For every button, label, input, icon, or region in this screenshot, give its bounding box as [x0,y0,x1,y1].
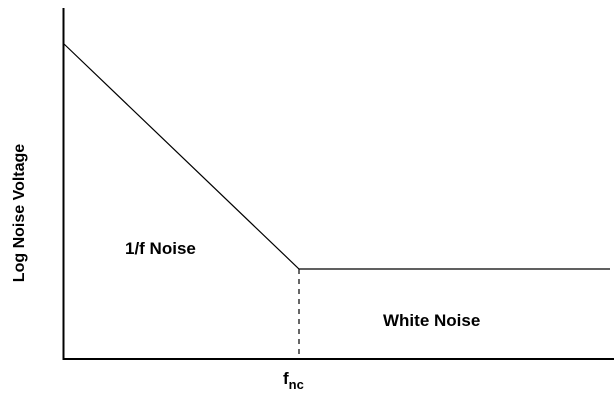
region-label-white-noise: White Noise [383,311,480,330]
corner-frequency-label-main: f [283,369,289,388]
corner-frequency-label: fnc [283,369,304,392]
corner-frequency-label-subscript: nc [289,377,304,392]
noise-curve [62,42,610,270]
region-label-one-over-f: 1/f Noise [125,239,196,258]
y-axis-label: Log Noise Voltage [11,144,28,282]
